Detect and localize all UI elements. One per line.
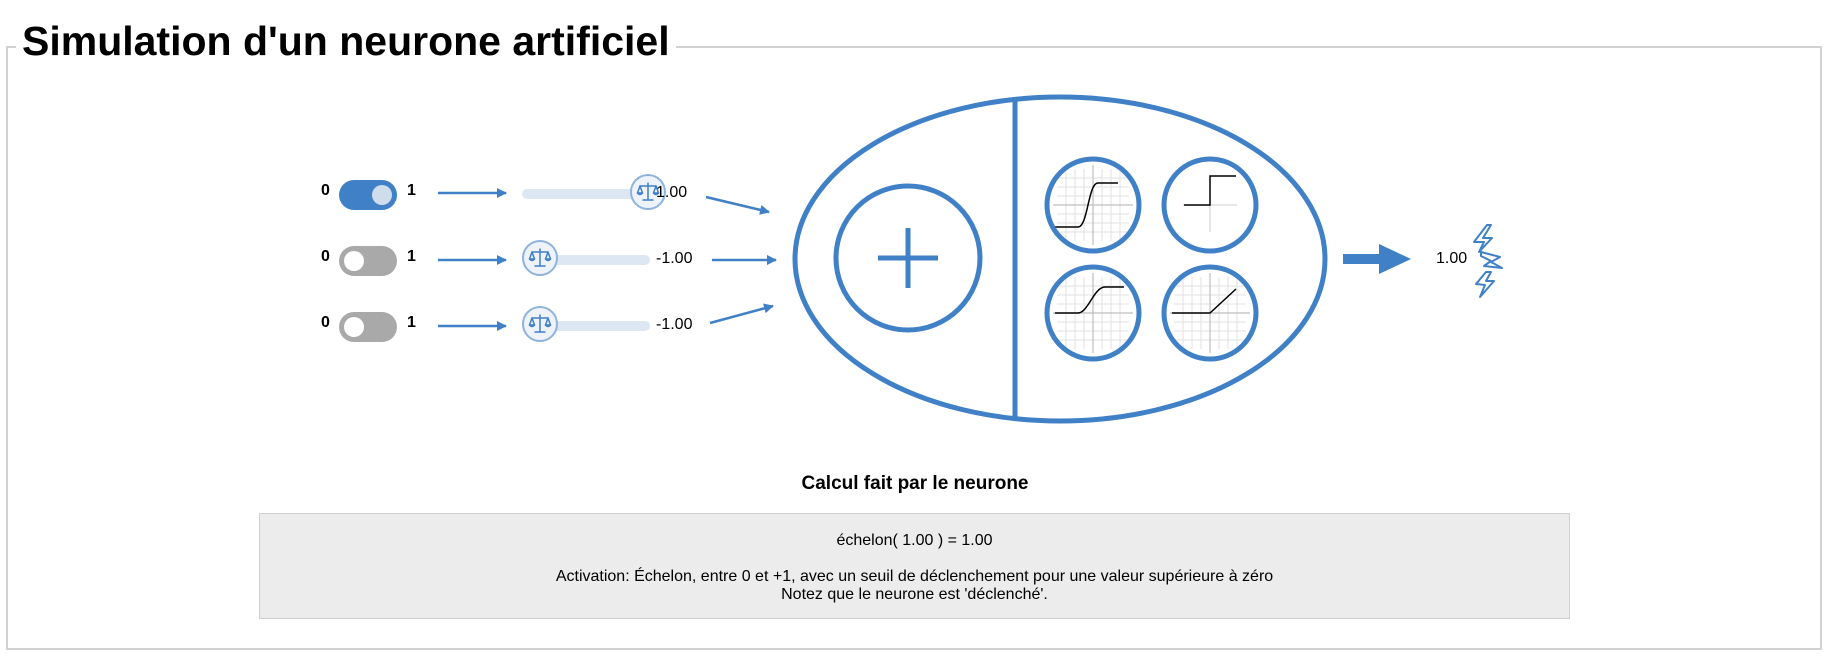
input-3-low-label: 0 bbox=[321, 314, 330, 331]
toggle-knob bbox=[372, 185, 392, 205]
input-3-toggle[interactable] bbox=[339, 312, 397, 342]
weight-slider-3: -1.00 bbox=[522, 304, 722, 348]
output-arrow bbox=[1343, 244, 1411, 274]
slider-track[interactable] bbox=[522, 255, 650, 265]
neuron-diagram bbox=[438, 94, 1503, 424]
smooth-ramp-icon[interactable] bbox=[1044, 264, 1142, 362]
page-title: Simulation d'un neurone artificiel bbox=[16, 12, 676, 70]
calculation-panel: échelon( 1.00 ) = 1.00 Activation: Échel… bbox=[259, 513, 1570, 619]
weight-value: -1.00 bbox=[656, 316, 693, 333]
slider-track[interactable] bbox=[522, 321, 650, 331]
input-2-low-label: 0 bbox=[321, 248, 330, 265]
weight-value: 1.00 bbox=[656, 184, 688, 201]
input-2-high-label: 1 bbox=[407, 248, 416, 265]
step-icon[interactable] bbox=[1161, 156, 1259, 254]
weighted-arrow-3 bbox=[709, 303, 774, 325]
input-2-toggle[interactable] bbox=[339, 246, 397, 276]
input-3-high-label: 1 bbox=[407, 314, 416, 331]
slider-track[interactable] bbox=[522, 189, 650, 199]
scale-icon[interactable] bbox=[522, 306, 558, 342]
sigmoid-icon[interactable] bbox=[1044, 156, 1142, 254]
weight-value: -1.00 bbox=[656, 250, 693, 267]
neuron-body bbox=[792, 94, 1328, 424]
weight-slider-1: 1.00 bbox=[522, 172, 722, 216]
scale-icon[interactable] bbox=[630, 174, 667, 210]
weight-slider-2: -1.00 bbox=[522, 238, 722, 282]
weighted-arrow-1 bbox=[705, 195, 770, 215]
plus-icon bbox=[833, 183, 983, 333]
calculation-title: Calcul fait par le neurone bbox=[801, 473, 1029, 494]
toggle-knob bbox=[344, 317, 364, 337]
firing-note: Notez que le neurone est 'déclenché'. bbox=[781, 586, 1048, 603]
input-1-low-label: 0 bbox=[321, 182, 330, 199]
input-1-toggle[interactable] bbox=[339, 180, 397, 210]
toggle-knob bbox=[344, 251, 364, 271]
linear-ramp-icon[interactable] bbox=[1161, 264, 1259, 362]
lightning-icon bbox=[1473, 224, 1503, 298]
simulation-frame bbox=[6, 46, 1822, 650]
calculation-formula: échelon( 1.00 ) = 1.00 bbox=[836, 532, 993, 549]
activation-description: Activation: Échelon, entre 0 et +1, avec… bbox=[555, 568, 1274, 585]
output-value: 1.00 bbox=[1436, 250, 1468, 267]
scale-icon[interactable] bbox=[522, 240, 558, 276]
input-1-high-label: 1 bbox=[407, 182, 416, 199]
